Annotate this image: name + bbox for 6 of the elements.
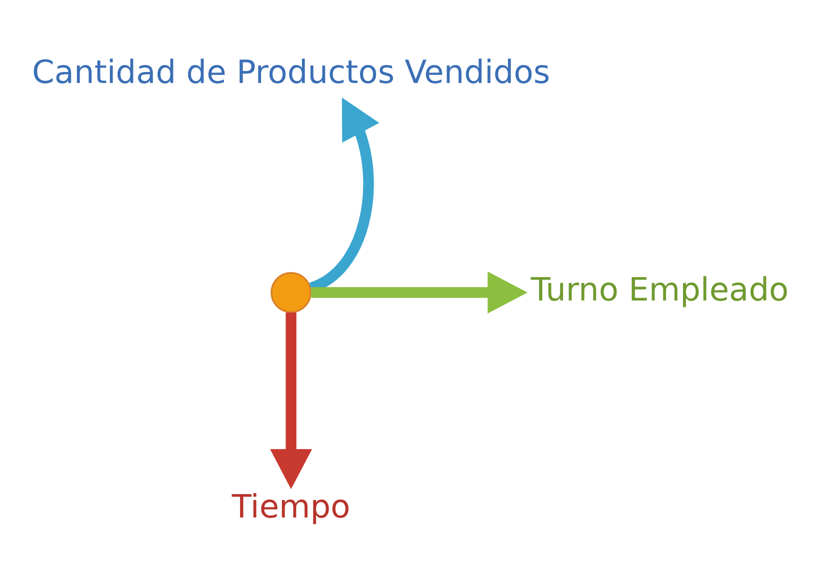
node-text: Cantidad de Productos Vendidos [32, 52, 550, 91]
node-circle [270, 272, 312, 312]
arrow [270, 312, 312, 489]
node-text: Turno Empleado [530, 270, 789, 308]
node-text: Tiempo [232, 487, 350, 526]
arrow [311, 270, 528, 313]
